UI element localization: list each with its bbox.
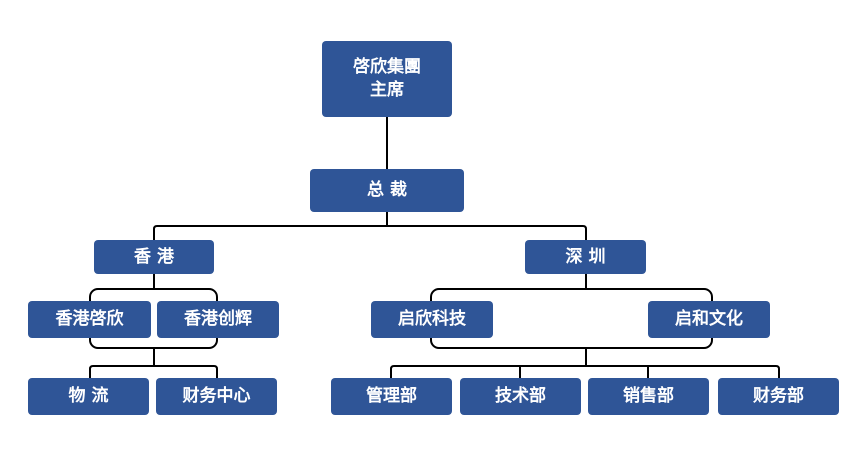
sz-dept-box-2: 技术部 (460, 378, 581, 415)
hk-company-label-2: 香港创辉 (184, 309, 252, 330)
chairman-line1: 啓欣集團 (353, 57, 421, 78)
sz-dept-box-3: 销售部 (588, 378, 709, 415)
sz-company-box-2: 启和文化 (648, 301, 770, 338)
hk-dept-label-2: 财务中心 (182, 386, 251, 407)
sz-dept-label-4: 财务部 (753, 386, 804, 407)
hongkong-box: 香 港 (94, 240, 214, 274)
hk-dept-label-1: 物 流 (68, 386, 109, 407)
hk-company-label-1: 香港啓欣 (55, 309, 124, 330)
hk-dept-box-2: 财务中心 (156, 378, 277, 415)
sz-dept-label-2: 技术部 (495, 386, 546, 407)
sz-dept-box-4: 财务部 (718, 378, 839, 415)
chairman-box: 啓欣集團 主席 (322, 41, 452, 117)
sz-dept-label-1: 管理部 (366, 386, 417, 407)
chairman-line2: 主席 (370, 80, 404, 100)
connector-hk-dept-bar (89, 365, 218, 382)
sz-dept-label-3: 销售部 (623, 386, 674, 407)
sz-company-label-1: 启欣科技 (398, 309, 466, 330)
sz-company-label-2: 启和文化 (675, 309, 743, 330)
president-label: 总 裁 (367, 180, 407, 201)
hk-dept-box-1: 物 流 (28, 378, 149, 415)
president-box: 总 裁 (310, 169, 464, 212)
hk-company-box-2: 香港创辉 (157, 301, 279, 338)
sz-company-box-1: 启欣科技 (371, 301, 493, 338)
connector-sz-dept-bar (390, 365, 780, 382)
hk-company-box-1: 香港啓欣 (28, 301, 151, 338)
shenzhen-box: 深 圳 (525, 240, 646, 274)
sz-dept-box-1: 管理部 (331, 378, 452, 415)
shenzhen-label: 深 圳 (565, 246, 606, 267)
connector-branch-bar (153, 225, 587, 242)
hongkong-label: 香 港 (134, 246, 174, 267)
